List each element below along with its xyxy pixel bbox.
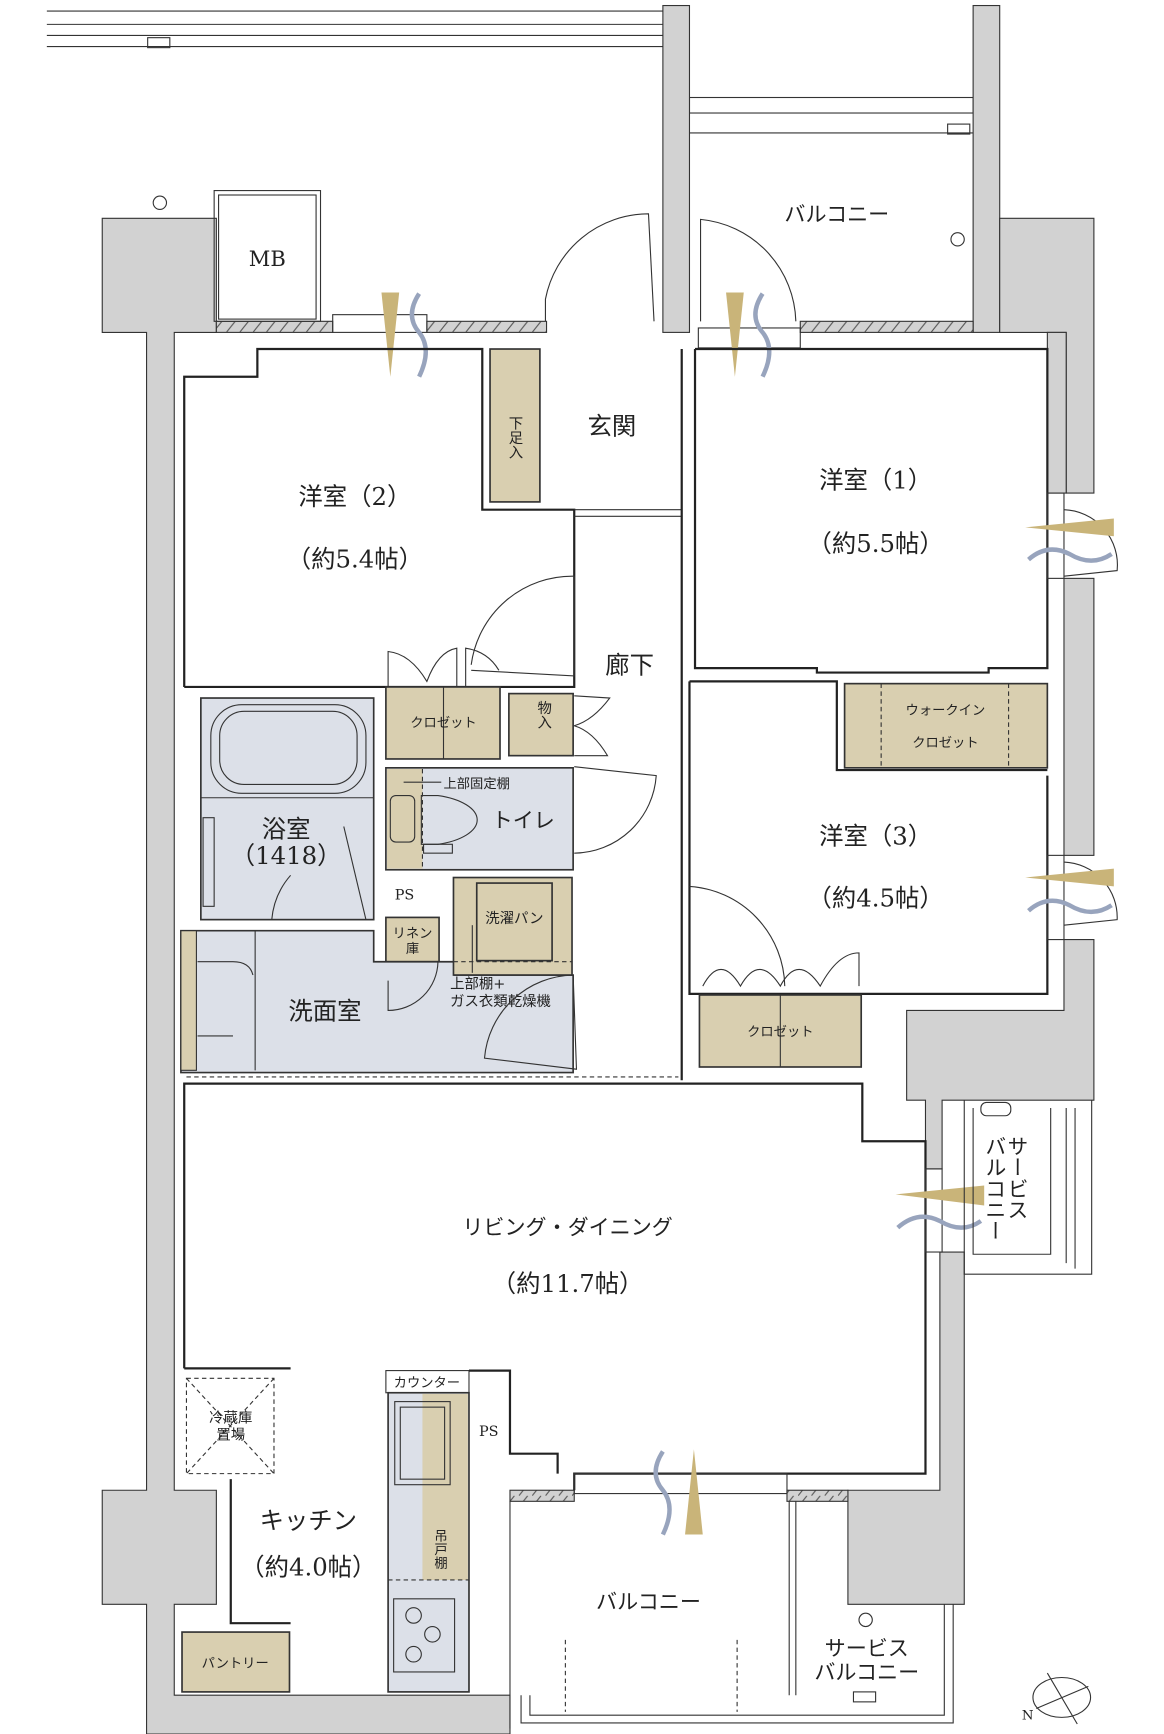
ps2-label: PS — [479, 1424, 499, 1440]
walk-in-closet[interactable] — [843, 682, 1049, 769]
bathroom-name: 浴室 — [262, 815, 311, 844]
linen-storage[interactable] — [385, 916, 440, 963]
storage-label: 物入 — [535, 700, 551, 729]
entrance-label: 玄関 — [588, 411, 637, 440]
window-w2 — [332, 314, 428, 333]
window-arrow-icon — [381, 292, 400, 377]
compass-north-label: N — [1022, 1709, 1034, 1724]
western2-door[interactable] — [470, 575, 575, 677]
stove-icon — [393, 1598, 456, 1673]
dryer-label-2: ガス衣類乾燥機 — [450, 993, 551, 1010]
service-balcony-right-label-1: サービス — [1005, 1136, 1030, 1220]
window-arrow-icon — [726, 292, 744, 377]
ps1-label: PS — [395, 888, 415, 904]
western2-name: 洋室（2） — [298, 482, 411, 511]
washroom-door[interactable] — [387, 961, 439, 1012]
mb-label: MB — [249, 246, 286, 271]
shoe-storage[interactable] — [489, 348, 541, 503]
bottom-balcony — [509, 1501, 954, 1729]
toilet-label: トイレ — [492, 808, 555, 833]
service-balcony-right-label-2: バルコニー — [983, 1136, 1008, 1241]
living-name: リビング・ダイニング — [462, 1214, 672, 1239]
closet-w2-label: クロゼット — [410, 715, 476, 731]
western2-size: （約5.4帖） — [287, 544, 423, 573]
fridge-label-2: 置場 — [216, 1426, 245, 1443]
western3-door[interactable] — [689, 885, 786, 987]
toilet-shelf-label: 上部固定棚 — [444, 776, 510, 792]
bathtub-icon — [210, 704, 367, 794]
entrance-door[interactable] — [544, 213, 655, 322]
compass-icon: N — [1022, 1672, 1092, 1725]
balcony-bottom-label: バルコニー — [596, 1589, 701, 1614]
laundry-pan — [475, 882, 553, 962]
service-balcony-bottom-label-2: バルコニー — [814, 1660, 919, 1685]
mb-box — [213, 190, 322, 322]
kitchen-name: キッチン — [260, 1506, 357, 1535]
washroom-label: 洗面室 — [288, 996, 361, 1025]
window-arrow-icon — [685, 1449, 703, 1535]
laundry-pan-label: 洗濯パン — [485, 910, 543, 927]
window-arrow-icon — [1025, 518, 1114, 537]
window-w1 — [697, 327, 801, 349]
closet-w3-label: クロゼット — [747, 1024, 813, 1040]
wind-icon — [653, 1450, 672, 1536]
kitchen-size: （約4.0帖） — [240, 1553, 376, 1582]
wind-icon — [409, 292, 428, 378]
window-arrow-icon — [1025, 868, 1114, 887]
balcony-top-label: バルコニー — [784, 202, 889, 227]
wind-icon — [753, 292, 772, 378]
living-size: （約11.7帖） — [492, 1269, 644, 1298]
window-arrow-icon — [895, 1185, 985, 1206]
right-service-balcony — [963, 1100, 1093, 1275]
bathroom-size: （1418） — [231, 841, 342, 870]
pantry[interactable] — [181, 1631, 291, 1693]
counter-label: カウンター — [394, 1375, 460, 1391]
wind-icon — [1027, 898, 1113, 915]
fridge-label-1: 冷蔵庫 — [209, 1410, 252, 1427]
western3-size: （約4.5帖） — [808, 883, 944, 912]
western1-size: （約5.5帖） — [808, 529, 944, 558]
dryer-label-1: 上部棚+ — [450, 975, 505, 992]
sink-icon — [394, 1401, 451, 1486]
walls — [101, 4, 1095, 1734]
toilet-icon — [389, 794, 416, 843]
wind-icon — [1027, 547, 1113, 563]
shoe-storage-label: 下足入 — [506, 416, 522, 459]
linen-label-2: 庫 — [406, 941, 419, 957]
bathroom — [200, 697, 375, 921]
walk-in-closet-label-2: クロゼット — [912, 735, 978, 751]
linen-label-1: リネン — [393, 925, 433, 941]
pantry-label: パントリー — [202, 1656, 269, 1672]
western1-name: 洋室（1） — [819, 466, 932, 495]
toilet-door[interactable] — [574, 766, 657, 854]
wind-icon — [896, 1214, 983, 1230]
service-balcony-bottom-label-1: サービス — [825, 1635, 909, 1660]
hallway-label: 廊下 — [605, 651, 654, 680]
western3-name: 洋室（3） — [819, 821, 932, 850]
walk-in-closet-label-1: ウォークイン — [906, 703, 986, 719]
balcony-door[interactable] — [700, 218, 797, 322]
fridge-space — [185, 1377, 275, 1475]
wall-cabinet-label: 吊戸棚 — [432, 1529, 448, 1569]
storage[interactable] — [508, 692, 574, 757]
top-railing — [46, 10, 974, 135]
